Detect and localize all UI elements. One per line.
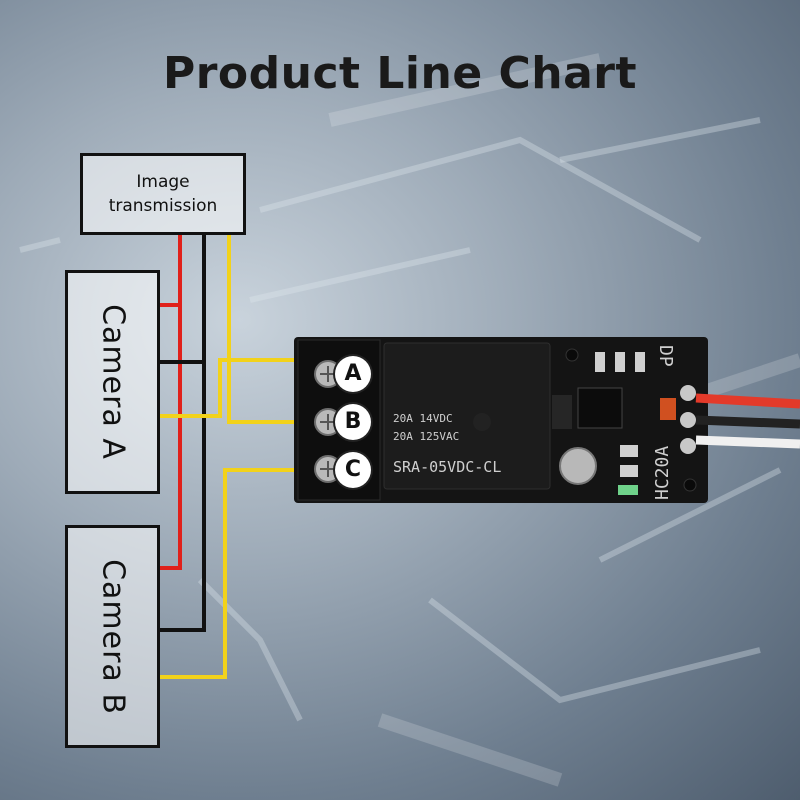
relay-rating-1: 20A 14VDC	[393, 412, 453, 425]
screw-terminals	[314, 360, 342, 483]
board-model-text: HC20A	[652, 445, 673, 500]
image-transmission-box: Image transmission	[80, 153, 246, 235]
red-wire	[160, 235, 182, 570]
page-title: Product Line Chart	[162, 48, 638, 99]
relay-model: SRA-05VDC-CL	[393, 458, 502, 476]
terminal-b-label: B	[335, 404, 371, 440]
cable-white	[695, 435, 800, 449]
camera-b-box: Camera B	[65, 525, 160, 748]
camera-b-label: Camera B	[95, 558, 130, 715]
buzzer	[559, 447, 597, 485]
black-wire	[160, 235, 206, 632]
relay-body	[383, 342, 551, 490]
ic-chip	[577, 387, 623, 429]
image-transmission-label: Image transmission	[108, 172, 218, 216]
board-dp-text: DP	[655, 345, 676, 367]
camera-a-label: Camera A	[95, 304, 130, 460]
cable-red	[695, 393, 800, 409]
relay-rating-2: 20A 125VAC	[393, 430, 460, 443]
camera-a-box: Camera A	[65, 270, 160, 494]
cable-black	[695, 415, 800, 429]
terminal-c-label: C	[335, 452, 371, 488]
terminal-a-label: A	[335, 356, 371, 392]
